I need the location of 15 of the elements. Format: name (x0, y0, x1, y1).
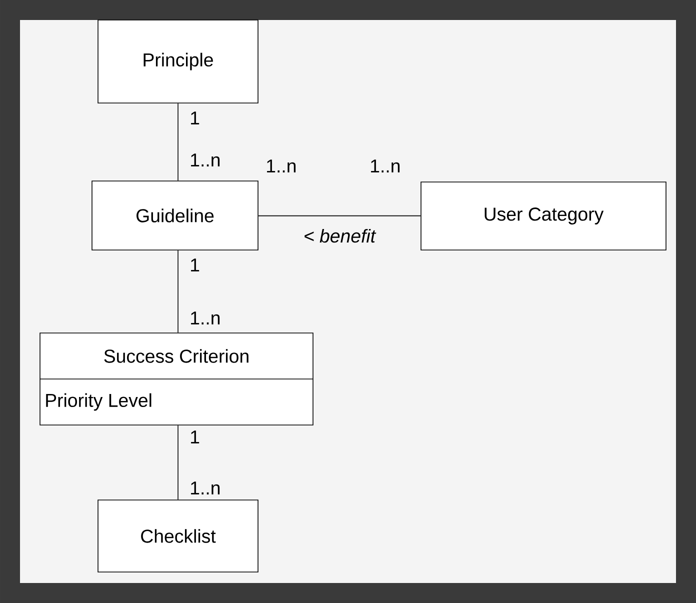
class-box: Success Criterion Priority Level (40, 332, 314, 426)
multiplicity-label: 1..n (191, 312, 220, 324)
multiplicity-label: 1..n (267, 160, 296, 172)
class-box: Guideline (92, 180, 258, 250)
multiplicity-label: 1 (191, 112, 200, 124)
edge-label: < benefit (302, 228, 377, 244)
class-box: User Category (420, 182, 666, 250)
multiplicity-label: 1..n (191, 482, 220, 494)
multiplicity-label: 1..n (191, 154, 220, 166)
multiplicity-label: 1 (191, 258, 200, 272)
multiplicity-label: 1..n (371, 160, 400, 172)
class-box: Principle (98, 20, 258, 104)
association-line (258, 215, 421, 216)
multiplicity-label: 1 (191, 430, 200, 444)
class-box: Checklist (98, 500, 258, 572)
